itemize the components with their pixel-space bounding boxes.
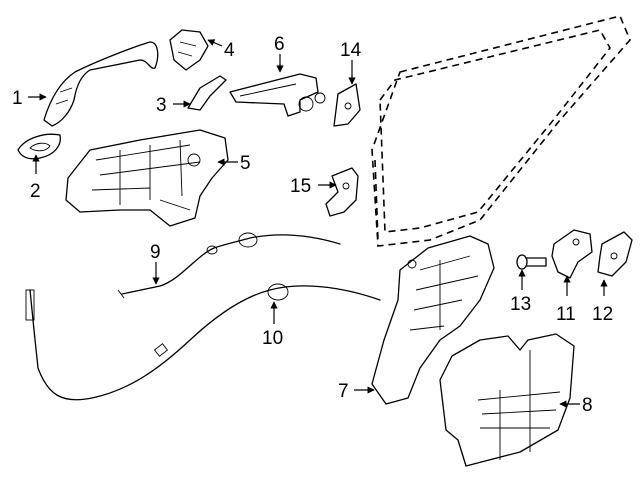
callout-3: 3: [156, 95, 167, 116]
door-outline: [371, 15, 631, 247]
callout-1: 1: [12, 88, 23, 109]
callout-14: 14: [340, 40, 362, 61]
part-8-cover: [439, 333, 575, 467]
callout-9: 9: [150, 242, 161, 263]
part-1-outside-handle: [43, 41, 159, 127]
callout-7: 7: [338, 381, 349, 402]
callout-13: 13: [510, 294, 531, 315]
part-14-bracket: [333, 83, 361, 127]
callout-4: 4: [224, 40, 235, 61]
callout-6: 6: [274, 34, 285, 55]
part-5-carrier: [65, 129, 229, 227]
leader-lines: [28, 39, 608, 408]
part-2-bezel: [17, 133, 61, 160]
callout-15: 15: [290, 176, 311, 197]
callout-12: 12: [592, 304, 613, 325]
callout-labels: 1 2 3 4 5 6 7 8 9 10 11 12 13 14 15: [12, 34, 613, 416]
callout-11: 11: [556, 304, 576, 325]
callout-8: 8: [582, 395, 593, 416]
part-10-cable: [25, 283, 381, 401]
part-4-cap: [169, 29, 209, 71]
part-3-lever: [187, 75, 227, 111]
callout-10: 10: [262, 328, 283, 349]
part-11-hinge: [551, 229, 593, 279]
part-9-cable: [117, 232, 341, 299]
part-13-bolt: [516, 254, 547, 270]
part-12-plate: [597, 231, 633, 277]
part-6-rod: [229, 73, 326, 117]
callout-5: 5: [240, 153, 251, 174]
callout-2: 2: [30, 181, 41, 202]
part-7-latch: [371, 235, 495, 405]
part-15-bracket: [325, 167, 359, 217]
